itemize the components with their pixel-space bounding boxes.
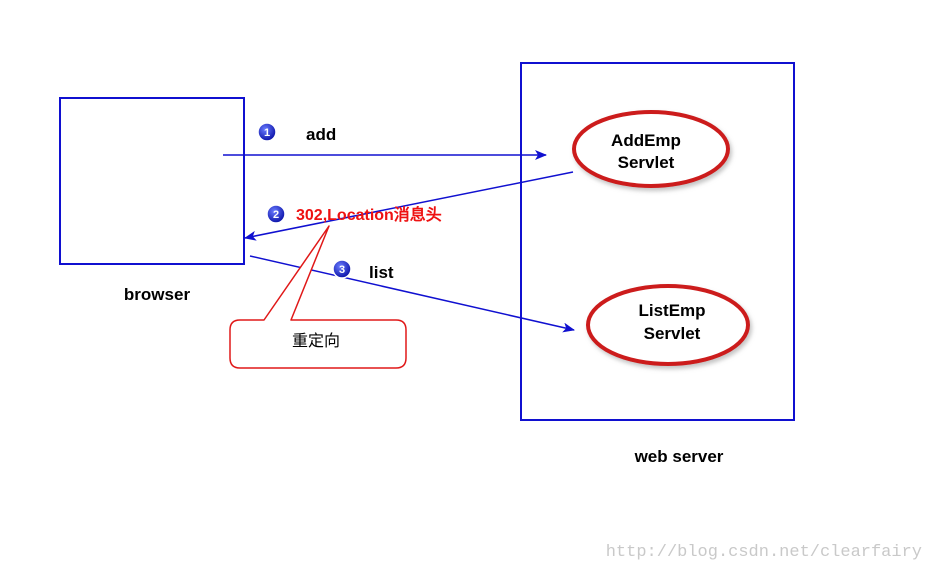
step-3-number: 3 <box>339 264 345 276</box>
redirect-callout-text: 重定向 <box>292 331 340 350</box>
redirect-callout-bubble <box>229 225 407 369</box>
step-2-badge <box>266 204 286 224</box>
addemp-servlet-line2: Servlet <box>618 153 675 172</box>
browser-box <box>59 97 245 265</box>
addemp-servlet: AddEmp Servlet <box>572 110 730 188</box>
listemp-servlet-line2: Servlet <box>644 324 701 343</box>
web-server-box <box>520 62 795 421</box>
browser-label: browser <box>124 285 191 304</box>
web-server-label: web server <box>634 447 724 466</box>
listemp-servlet-line1: ListEmp <box>638 301 705 320</box>
step-3-label: list <box>369 263 394 282</box>
step-1-badge <box>257 122 277 142</box>
step-1-label: add <box>306 125 336 144</box>
step-3: 3 list <box>332 259 394 282</box>
watermark: http://blog.csdn.net/clearfairy <box>606 543 922 562</box>
step-1: 1 add <box>257 122 336 144</box>
listemp-servlet: ListEmp Servlet <box>586 284 750 366</box>
listemp-servlet-ellipse <box>586 284 750 366</box>
step-2-number: 2 <box>273 209 279 221</box>
step-1-number: 1 <box>264 127 270 139</box>
addemp-servlet-line1: AddEmp <box>611 131 681 150</box>
step-3-badge <box>332 259 352 279</box>
step-2: 2 302,Location消息头 <box>266 204 442 224</box>
step-2-label: 302,Location消息头 <box>296 205 442 224</box>
redirect-response-arrow <box>244 171 574 241</box>
addemp-servlet-ellipse <box>572 110 730 188</box>
redirect-callout: 重定向 <box>229 225 407 369</box>
